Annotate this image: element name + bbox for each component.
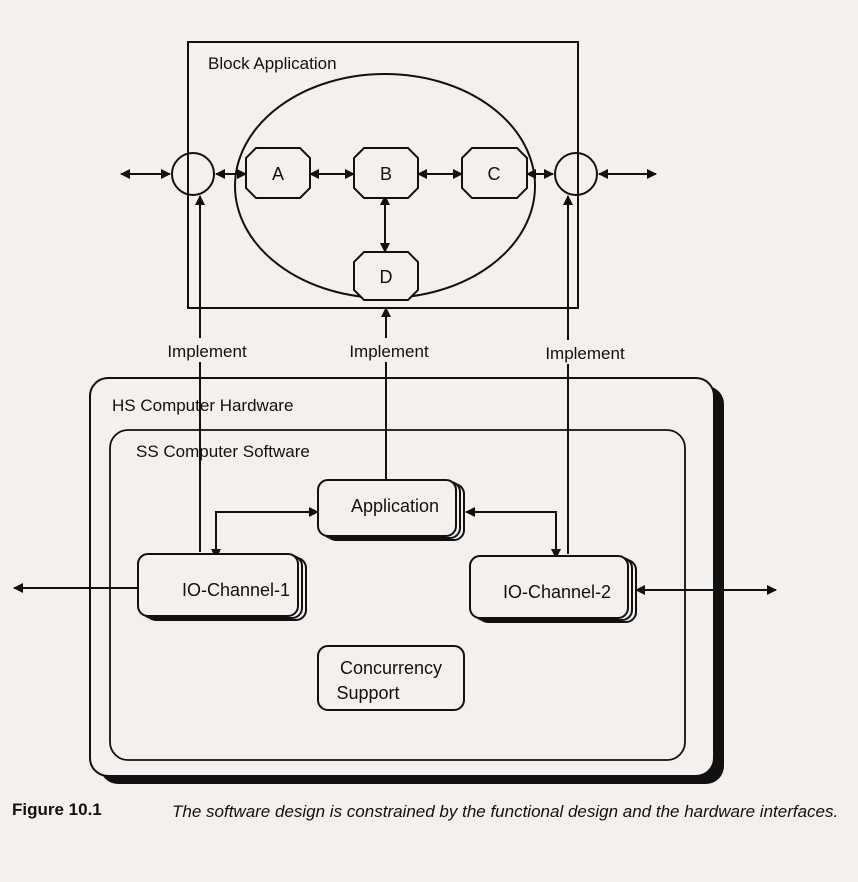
- application-label: Application: [351, 496, 439, 516]
- block-d: D: [353, 251, 419, 301]
- block-c-label: C: [488, 164, 501, 184]
- hardware-label: HS Computer Hardware: [112, 396, 293, 415]
- io-channel-2-label: IO-Channel-2: [503, 582, 611, 602]
- concurrency-label-line1: Concurrency: [340, 658, 442, 678]
- figure-number: Figure 10.1: [12, 800, 102, 819]
- figure-caption: Figure 10.1 The software design is const…: [12, 800, 852, 821]
- implement-label-left: Implement: [167, 342, 247, 361]
- io-channel-1-module: IO-Channel-1: [137, 553, 307, 621]
- block-b: B: [353, 147, 419, 199]
- software-box: [109, 429, 686, 761]
- concurrency-label-line2: Support: [336, 683, 399, 703]
- implement-label-center: Implement: [349, 342, 429, 361]
- block-b-label: B: [380, 164, 392, 184]
- implement-label-right: Implement: [545, 344, 625, 363]
- caption-text: The software design is constrained by th…: [172, 802, 839, 821]
- block-a-label: A: [272, 164, 284, 184]
- io-channel-1-label: IO-Channel-1: [182, 580, 290, 600]
- block-a: A: [245, 147, 311, 199]
- right-port-circle: [554, 152, 598, 196]
- io-channel-2-module: IO-Channel-2: [469, 555, 637, 623]
- block-d-label: D: [380, 267, 393, 287]
- software-label: SS Computer Software: [136, 442, 310, 461]
- left-port-circle: [171, 152, 215, 196]
- io2-to-application-arrow: [465, 507, 557, 556]
- application-module: Application: [317, 479, 465, 541]
- block-application-label: Block Application: [208, 54, 337, 73]
- io1-to-application-arrow: [215, 507, 319, 556]
- software-design-diagram: HS Computer Hardware SS Computer Softwar…: [13, 41, 777, 784]
- block-c: C: [461, 147, 528, 199]
- concurrency-support-module: Concurrency Support: [317, 645, 465, 711]
